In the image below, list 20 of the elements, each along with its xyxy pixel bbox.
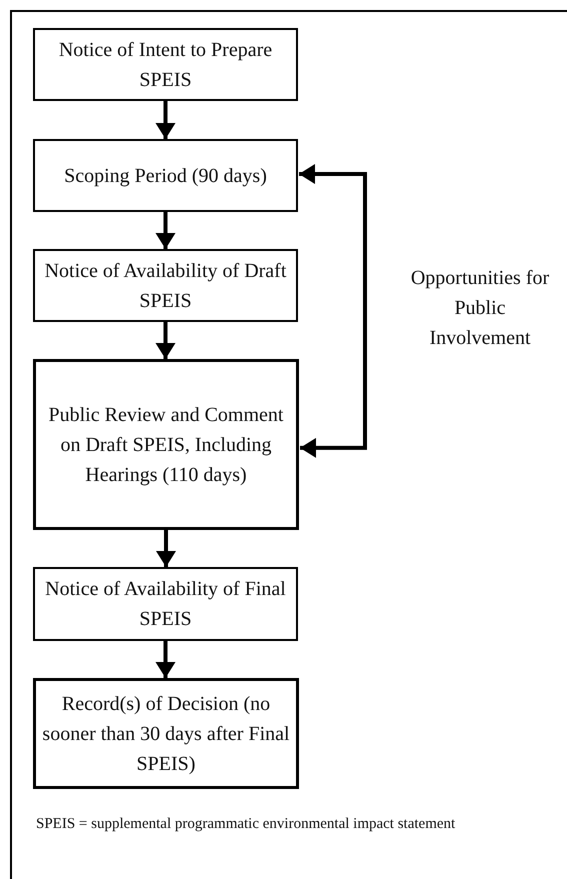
process-box bbox=[33, 678, 299, 789]
edge-label: Opportunities for Public Involvement bbox=[410, 266, 550, 351]
footnote: SPEIS = supplemental programmatic environmental impact statement bbox=[36, 815, 456, 834]
box-text: Notice of Availability of Final SPEIS bbox=[44, 577, 287, 632]
process-box bbox=[33, 249, 298, 322]
bracket-arrow bbox=[299, 164, 367, 458]
arrow bbox=[156, 530, 176, 567]
box-text: Notice of Intent to Prepare SPEIS bbox=[58, 38, 274, 92]
process-box bbox=[33, 139, 298, 212]
box-text: Record(s) of Decision (no sooner than 30 days after Final SPEIS) bbox=[42, 692, 290, 776]
process-box bbox=[33, 28, 298, 101]
arrow bbox=[156, 212, 176, 249]
box-text: Notice of Availability of Draft SPEIS bbox=[44, 258, 288, 314]
arrow bbox=[156, 641, 176, 678]
arrow bbox=[156, 101, 176, 139]
arrow bbox=[156, 322, 176, 359]
box-text: Public Review and Comment on Draft SPEIS, Including Hearings (110 days) bbox=[48, 402, 284, 488]
process-box bbox=[33, 359, 299, 530]
box-text: Scoping Period (90 days) bbox=[64, 164, 267, 188]
process-box bbox=[33, 567, 298, 641]
